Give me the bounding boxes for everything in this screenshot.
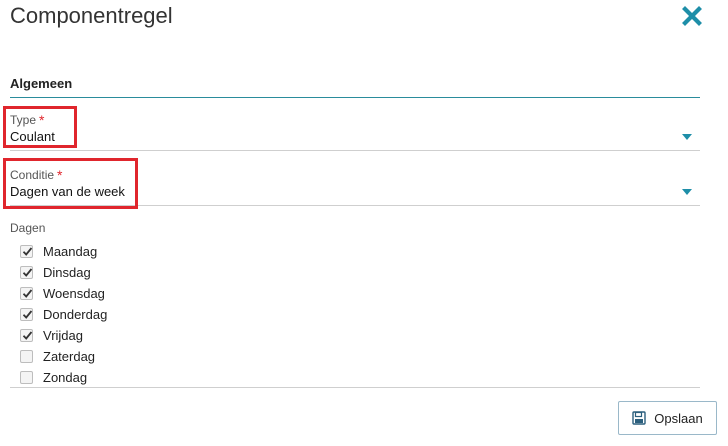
checkmark-icon	[22, 330, 33, 340]
day-label: Vrijdag	[43, 327, 83, 343]
form-divider	[10, 387, 700, 388]
conditie-highlight-box	[3, 158, 138, 209]
type-highlight-box	[3, 106, 77, 148]
caret-down-icon[interactable]	[682, 189, 692, 195]
checkmark-icon	[22, 309, 33, 319]
dialog-title: Componentregel	[10, 3, 173, 28]
required-marker: *	[39, 112, 45, 128]
list-item[interactable]: Donderdag	[20, 304, 107, 324]
day-checkbox[interactable]	[20, 286, 33, 300]
save-label: Opslaan	[654, 410, 703, 426]
day-checkbox[interactable]	[20, 370, 33, 384]
day-label: Woensdag	[43, 285, 105, 301]
list-item[interactable]: Woensdag	[20, 283, 105, 303]
day-checkbox[interactable]	[20, 244, 33, 258]
list-item[interactable]: Zaterdag	[20, 346, 95, 366]
save-button[interactable]: Opslaan	[618, 401, 717, 435]
day-label: Zaterdag	[43, 348, 96, 364]
conditie-label: Conditie*	[10, 167, 63, 183]
checkmark-icon	[22, 246, 33, 256]
dagen-label: Dagen	[10, 221, 46, 235]
floppy-disk-icon	[632, 411, 646, 425]
type-underline	[10, 150, 700, 151]
day-checkbox[interactable]	[20, 328, 33, 342]
conditie-value[interactable]: Dagen van de week	[10, 184, 125, 199]
required-marker: *	[57, 167, 63, 183]
day-checkbox[interactable]	[20, 307, 33, 321]
type-label: Type*	[10, 112, 45, 128]
list-item[interactable]: Vrijdag	[20, 325, 83, 345]
conditie-underline	[10, 205, 700, 206]
list-item[interactable]: Zondag	[20, 367, 87, 387]
list-item[interactable]: Maandag	[20, 241, 97, 261]
section-title: Algemeen	[10, 76, 73, 91]
checkmark-icon	[22, 267, 33, 277]
checkmark-icon	[22, 288, 33, 298]
close-icon[interactable]	[682, 6, 702, 26]
day-checkbox[interactable]	[20, 265, 33, 279]
section-divider	[10, 97, 700, 98]
day-label: Donderdag	[43, 306, 108, 322]
day-label: Dinsdag	[43, 264, 91, 280]
day-checkbox[interactable]	[20, 349, 33, 363]
day-label: Maandag	[43, 243, 98, 259]
day-label: Zondag	[43, 369, 88, 385]
list-item[interactable]: Dinsdag	[20, 262, 91, 282]
type-value[interactable]: Coulant	[10, 129, 55, 144]
caret-down-icon[interactable]	[682, 134, 692, 140]
